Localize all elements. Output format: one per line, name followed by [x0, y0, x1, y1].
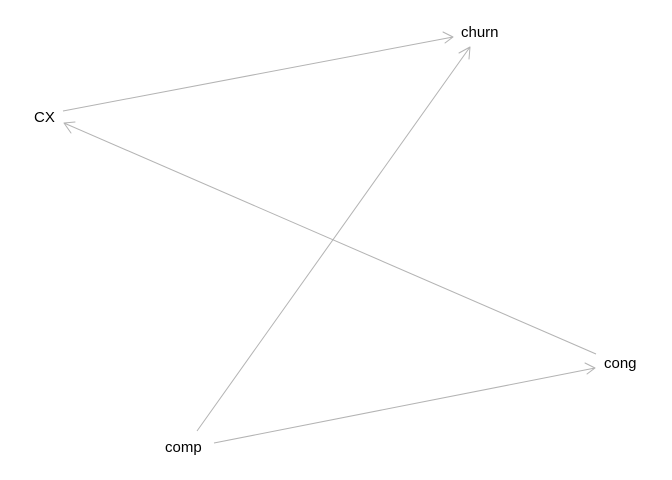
- node-label-comp: comp: [165, 439, 202, 456]
- edge-layer: [62, 31, 597, 444]
- node-label-cong: cong: [604, 355, 637, 372]
- edge-comp-to-cong: [213, 362, 596, 444]
- edge-cx-to-churn: [62, 31, 454, 112]
- node-label-cx: CX: [34, 109, 55, 126]
- node-label-churn: churn: [461, 24, 499, 41]
- edge-comp-to-churn: [196, 46, 471, 432]
- edge-cong-to-cx: [63, 121, 597, 355]
- node-layer: churn CX cong comp: [34, 24, 637, 456]
